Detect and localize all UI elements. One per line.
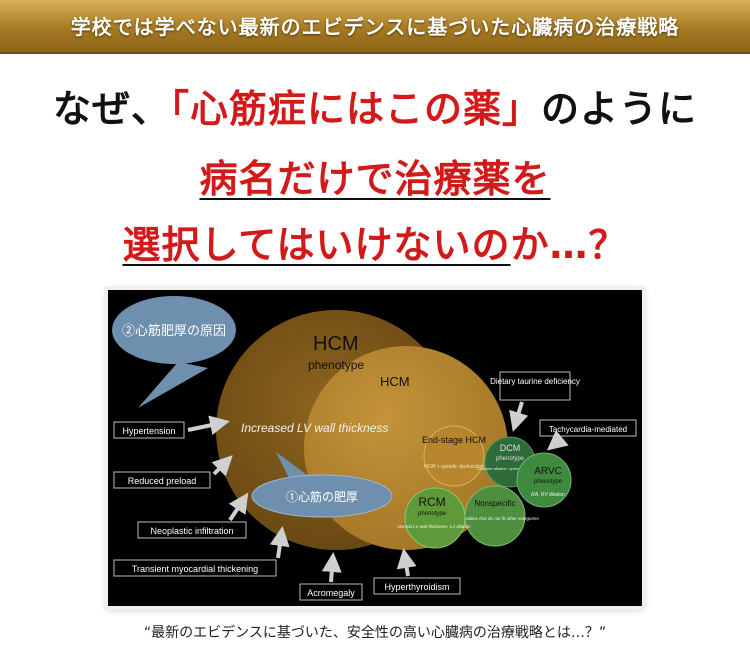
end-stage-title: End-stage HCM: [422, 435, 486, 445]
arrow-hypertension: [187, 415, 230, 436]
headline-line-1-post: のように: [541, 87, 698, 131]
label-hyperthyroidism-box: [373, 577, 461, 595]
rcm-sub: phenotype: [418, 511, 447, 517]
center-text: Increased LV wall thickness: [241, 421, 388, 435]
banner-title: 学校では学べない最新のエビデンスに基づいた心臓病の治療戦略: [70, 15, 680, 39]
headline-line-3-tail: か…？: [510, 223, 628, 267]
diagram-figure: ②心筋肥厚の原因 HCM phenotype HCM Increased LV …: [108, 290, 642, 606]
dcm-desc: Chamber dilation, systolic dysfunction: [477, 466, 545, 471]
arrow-neoplastic: [228, 492, 249, 522]
headline-line-3: 選択してはいけないのか…？: [0, 214, 750, 269]
headline-line-3-underlined: 選択してはいけないの: [122, 223, 511, 267]
callout-cause-text: ②心筋肥厚の原因: [122, 323, 226, 338]
label-tachycardia: Tachycardia-mediated: [549, 425, 627, 434]
label-taurine: Dietary taurine deficiency: [490, 377, 580, 386]
arrow-reduced-preload: [211, 455, 233, 477]
label-transient-box: [113, 559, 277, 577]
label-acromegaly-box: [299, 583, 363, 601]
arrow-hyperthyroidism: [396, 548, 417, 577]
headline-line-1-pre: なぜ、: [52, 87, 170, 131]
dcm-title: DCM: [500, 443, 521, 453]
rcm-desc: Normal LV wall thickness, LA dilation: [397, 524, 471, 529]
end-stage-desc: HCM + systolic dysfunction: [424, 464, 484, 470]
label-taurine-box: [499, 371, 571, 401]
figure-caption: “最新のエビデンスに基づいた、安全性の高い心臓病の治療戦略とは…？”: [143, 625, 607, 641]
headline-line-2-text: 病名だけで治療薬を: [199, 157, 551, 201]
nonspecific-desc: abnormalities that do not fit other cate…: [451, 516, 539, 521]
headline-line-1: なぜ、「心筋症にはこの薬」のように: [0, 78, 750, 133]
label-reduced-preload-box: [113, 471, 211, 489]
label-neoplastic: Neoplastic infiltration: [150, 526, 233, 536]
rcm-circle: [404, 487, 466, 549]
label-hypertension: Hypertension: [122, 426, 175, 436]
headline-line-2: 病名だけで治療薬を: [0, 148, 750, 203]
label-hyperthyroidism: Hyperthyroidism: [384, 582, 449, 592]
dcm-sub: phenotype: [496, 456, 525, 462]
arrow-transient: [269, 526, 290, 559]
callout-thickening-text: ①心筋の肥厚: [286, 489, 358, 504]
arrow-tachycardia: [546, 430, 569, 451]
hcm-phenotype-sub: phenotype: [308, 358, 364, 372]
arvc-circle: [516, 452, 572, 508]
headline-line-1-red: 「心筋症にはこの薬」: [169, 87, 541, 131]
arvc-desc: RA, RV dilation: [531, 492, 565, 498]
label-reduced-preload: Reduced preload: [128, 476, 197, 486]
end-stage-circle: [423, 425, 485, 487]
label-neoplastic-box: [137, 521, 247, 539]
hcm-phenotype-title: HCM: [313, 333, 359, 355]
arvc-title: ARVC: [534, 466, 562, 477]
arrow-acromegaly: [321, 552, 342, 583]
callout-thickening-bubble: [251, 474, 393, 518]
label-hypertension-box: [113, 421, 185, 439]
hcm-title: HCM: [380, 374, 410, 389]
arvc-sub: phenotype: [534, 479, 563, 485]
callout-cause-tail: [138, 362, 208, 408]
rcm-title: RCM: [418, 495, 445, 509]
arrow-taurine: [509, 401, 529, 432]
label-acromegaly: Acromegaly: [307, 588, 355, 598]
top-banner: 学校では学べない最新のエビデンスに基づいた心臓病の治療戦略: [0, 0, 750, 54]
callout-cause-bubble: [112, 296, 236, 364]
nonspecific-title: Nonspecific: [474, 499, 515, 508]
diagram-svg: ②心筋肥厚の原因 HCM phenotype HCM Increased LV …: [112, 296, 637, 601]
label-transient: Transient myocardial thickening: [132, 564, 258, 574]
